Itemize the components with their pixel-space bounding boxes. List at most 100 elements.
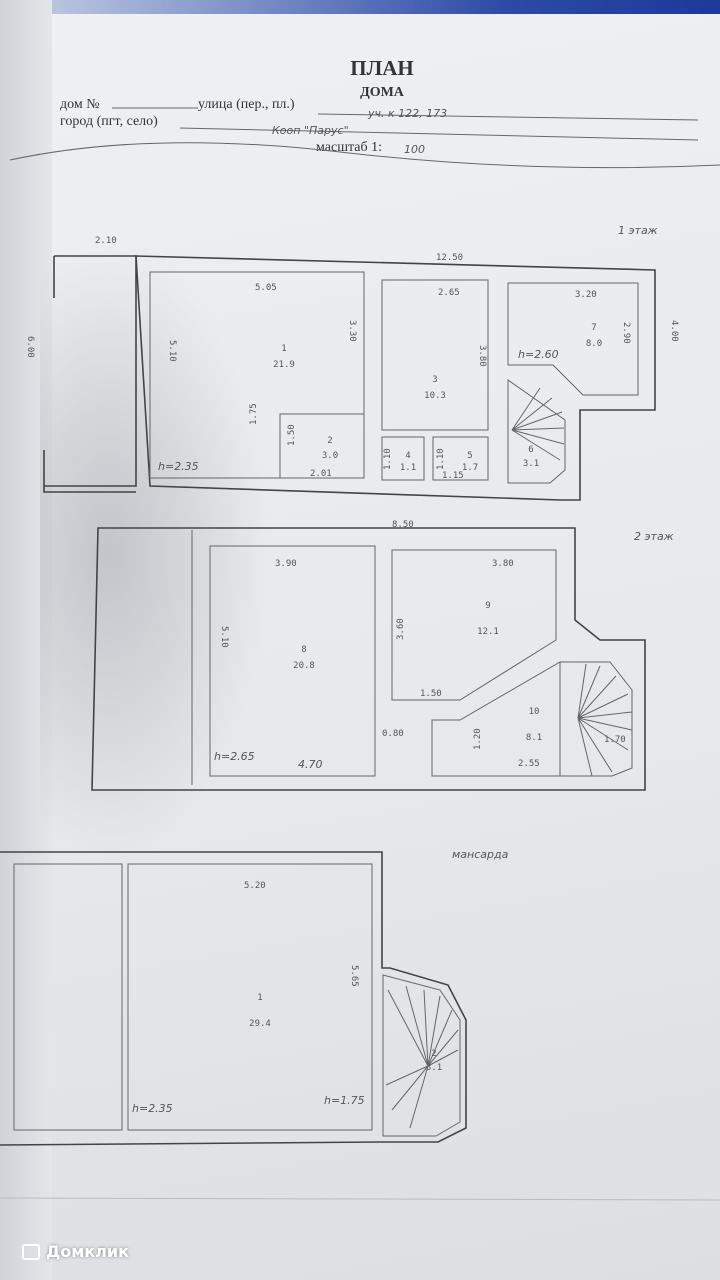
page-bottom-line [0,1197,720,1201]
floor2-outline [91,527,646,791]
floor2-stair-treads [577,663,633,777]
svg-text:8.0: 8.0 [586,339,602,349]
dim-label: 5.10 [219,626,229,648]
house-logo-icon [22,1243,40,1260]
room-9 [391,549,557,701]
svg-text:1.7: 1.7 [462,463,478,473]
attic-label: мансарда [452,848,509,861]
svg-text:29.4: 29.4 [249,1019,271,1029]
svg-text:1: 1 [281,344,286,354]
svg-text:3.0: 3.0 [322,451,338,461]
plan-subtitle: ДОМА [360,85,405,100]
svg-text:21.9: 21.9 [273,360,295,370]
floor1-outline [135,255,656,501]
dim-label: 3.90 [275,559,297,569]
svg-text:5: 5 [467,451,472,461]
room-4 [381,436,425,481]
street-value: уч. к 122, 173 [367,107,447,120]
dim-label: 1.75 [249,403,259,425]
room-7 [507,282,639,396]
svg-text:7: 7 [591,323,596,333]
svg-text:20.8: 20.8 [293,661,315,671]
street-label: улица (пер., пл.) [198,97,295,112]
attic-outline [0,851,467,1146]
dim-label: 1.50 [420,689,442,699]
dim-label: 3.20 [575,290,597,300]
page-top-edge [0,0,720,14]
dim-label: 5.05 [255,283,277,293]
room-1 [149,271,365,479]
dim-label: 2.55 [518,759,540,769]
dim-label: 6.00 [25,336,35,358]
watermark: Домклик [22,1242,129,1261]
svg-text:3.1: 3.1 [426,1063,442,1073]
svg-text:8: 8 [301,645,306,655]
ceiling-height: h=2.65 [214,750,255,763]
floor2-stairs [560,661,633,777]
svg-text:10: 10 [529,707,540,717]
dim-label: 5.65 [349,965,359,987]
dim-label: 4.70 [298,758,323,771]
svg-text:3.1: 3.1 [523,459,539,469]
dim-label: 3.30 [347,320,357,342]
floor2-label: 2 этаж [634,530,674,543]
svg-text:6: 6 [528,445,533,455]
floor1-terrace [43,255,137,493]
room-2 [279,413,365,479]
svg-text:10.3: 10.3 [424,391,446,401]
dim-label: 1.20 [473,728,483,750]
floor1-label: 1 этаж [618,224,658,237]
room-labels-floor2: 8 20.8 9 12.1 10 8.1 [293,601,542,743]
dim-label: 12.50 [436,253,463,263]
floor1-stair-treads [511,387,565,461]
attic-stair-treads [385,985,459,1129]
dim-label: 3.80 [492,559,514,569]
room-labels-floor1: 121.9 23.0 310.3 41.1 51.7 63.1 78.0 [273,323,602,473]
dim-label: 5.10 [167,340,177,362]
room-10 [431,661,561,777]
dim-label: 5.20 [244,881,266,891]
scale-value: 100 [404,143,425,156]
dim-label: 1.15 [442,471,464,481]
room-6-stairs [507,379,566,484]
city-value: Кооп "Парус" [272,124,349,137]
ceiling-height: h=2.60 [518,348,559,361]
room-3 [381,279,489,431]
room-labels-attic: 1 29.4 2 3.1 [249,993,442,1073]
dim-label: 1.50 [287,424,297,446]
svg-text:8.1: 8.1 [526,733,542,743]
dim-label: 1.10 [436,448,446,470]
dim-label: 2.65 [438,288,460,298]
svg-text:12.1: 12.1 [477,627,499,637]
ceiling-height: h=2.35 [158,460,199,473]
page-left-edge [0,0,52,1280]
attic-room-1 [127,863,373,1131]
dim-label: 2.10 [95,236,117,246]
svg-text:1.1: 1.1 [400,463,416,473]
dim-label: 2.01 [310,469,332,479]
street-line [317,113,699,121]
dim-label: 2.90 [621,322,631,344]
city-line [179,127,699,141]
svg-text:9: 9 [485,601,490,611]
dim-label: 4.00 [669,320,679,342]
svg-text:2: 2 [327,436,332,446]
dim-label: 3.60 [396,618,406,640]
dim-label: 3.80 [477,345,487,367]
hand-shadow [40,240,270,860]
room-8 [209,545,376,777]
dim-label: 8.50 [392,520,414,530]
svg-text:2: 2 [431,1049,436,1059]
page-fold-line [9,142,720,169]
plan-title: ПЛАН [350,56,413,80]
svg-text:4: 4 [405,451,410,461]
ceiling-height: h=1.75 [324,1094,365,1107]
dim-label: 1.70 [604,735,626,745]
city-label: город (пгт, село) [60,114,158,129]
svg-text:1: 1 [257,993,262,1003]
house-no-label: дом № [60,97,100,112]
dim-label: 1.10 [383,448,393,470]
dim-label: 0.80 [382,729,404,739]
attic-stairs [382,974,461,1137]
attic-side-space [13,863,123,1131]
